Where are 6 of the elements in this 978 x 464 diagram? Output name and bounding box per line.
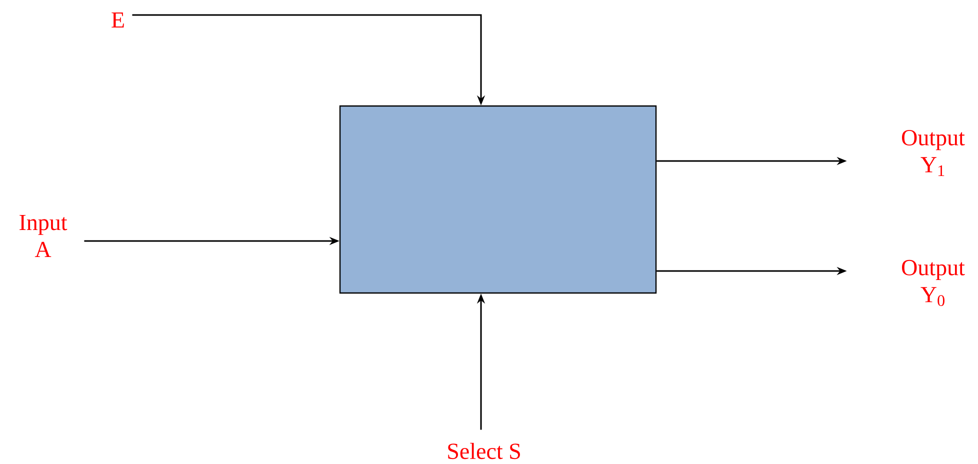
signal-label: Select S	[448, 442, 520, 460]
signal-label: Input A	[20, 214, 68, 258]
signal-label: Output Y$_{0}$	[902, 260, 965, 306]
block-box	[339, 105, 657, 294]
signal-label: Output Y$_{1}$	[902, 130, 965, 176]
signal-label: E	[112, 12, 124, 28]
